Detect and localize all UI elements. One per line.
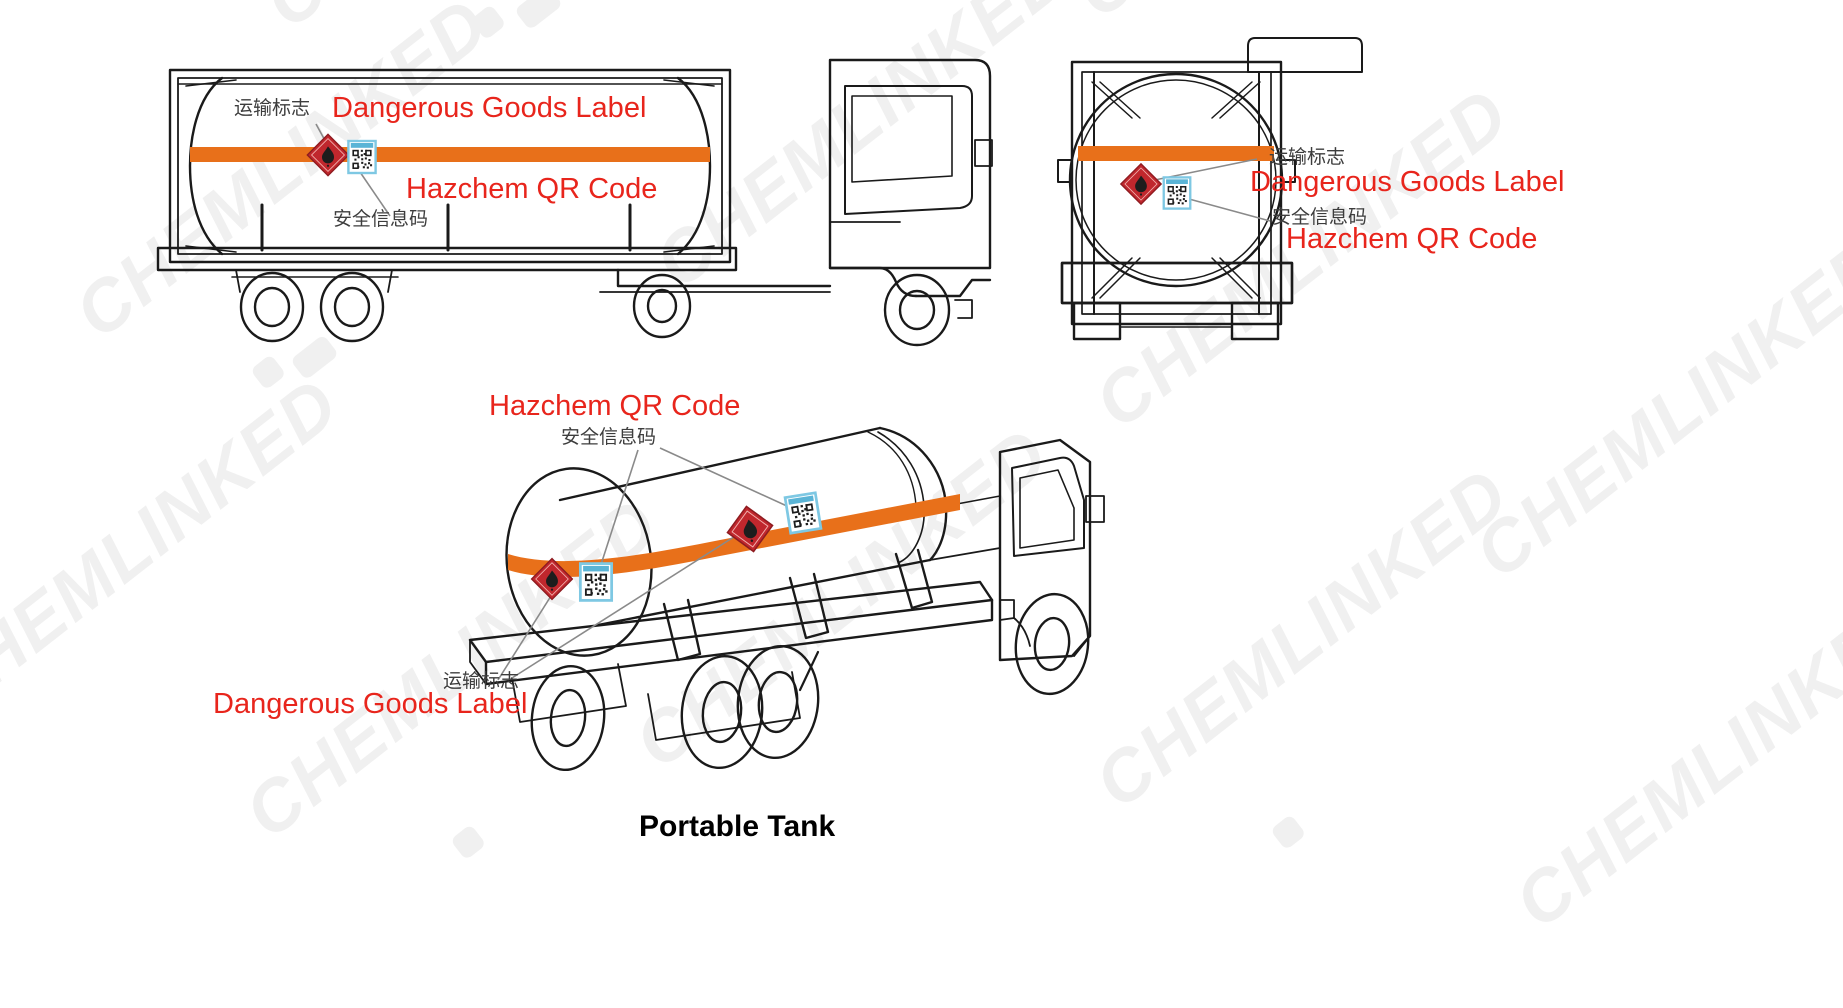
leader-persp-placard-upper [511,527,749,679]
callout-perspective-hazchem-qr-code-en: Hazchem QR Code [489,390,741,422]
callout-perspective-hazchem-qr-code-cn: 安全信息码 [561,427,657,448]
figure-title: Portable Tank [639,810,836,843]
callout-rear-hazchem-qr-code-en: Hazchem QR Code [1286,223,1538,255]
leader-persp-placard-lower [497,587,557,681]
rear-view-tank-container [1057,37,1363,341]
callout-leader-lines [315,123,1271,681]
callout-rear-dangerous-goods-label-cn: 运输标志 [1269,147,1346,168]
callout-perspective-dangerous-goods-label-cn: 运输标志 [443,671,520,692]
leader-rear-qr [1177,195,1271,222]
callout-side-hazchem-qr-code-cn: 安全信息码 [333,209,429,230]
side-view-tank-container [156,68,832,343]
callout-rear-dangerous-goods-label-en: Dangerous Goods Label [1250,166,1565,198]
callout-side-dangerous-goods-label-en: Dangerous Goods Label [332,92,647,124]
leader-side-qr [359,171,391,217]
callout-rear-hazchem-qr-code-cn: 安全信息码 [1272,207,1368,228]
callout-side-dangerous-goods-label-cn: 运输标志 [234,98,311,119]
side-view-tractor-cab [828,58,993,347]
callout-side-hazchem-qr-code-en: Hazchem QR Code [406,173,658,205]
callout-perspective-dangerous-goods-label-en: Dangerous Goods Label [213,688,528,720]
leader-persp-qr-upper [659,447,801,513]
leader-persp-qr-lower [595,449,639,581]
stripe-rear-view [1078,146,1274,161]
